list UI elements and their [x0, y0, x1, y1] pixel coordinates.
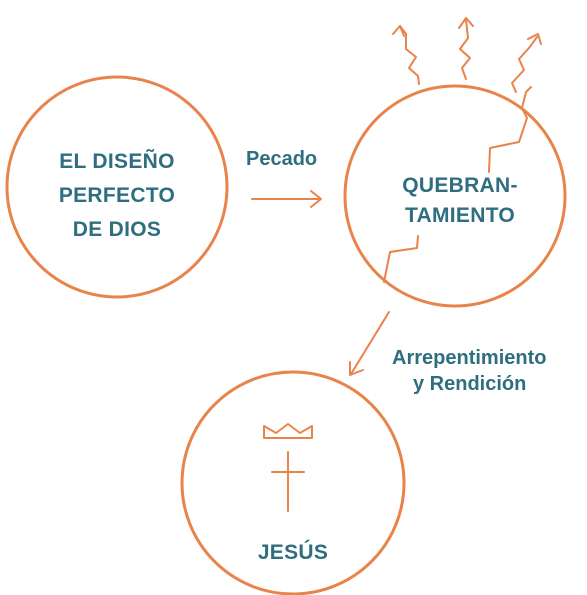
rising-arrows	[392, 17, 542, 93]
sin-arrow-head	[310, 190, 322, 208]
repentance-label-line2: y Rendición	[413, 373, 526, 395]
repentance-label-line1: Arrepentimiento	[392, 347, 546, 369]
repentance-arrow-line	[350, 311, 390, 375]
repentance-arrow-head	[349, 361, 364, 376]
jesus-circle	[180, 370, 406, 595]
perfect-design-label-line3: DE DIOS	[73, 218, 161, 241]
edge-sin: Pecado	[246, 148, 322, 208]
node-brokenness: QUEBRAN- TAMIENTO	[343, 84, 567, 308]
zigzag-arrow-left	[392, 25, 420, 85]
cross-icon	[271, 451, 305, 512]
node-jesus: JESÚS	[180, 370, 406, 595]
perfect-design-circle	[5, 75, 229, 299]
brokenness-circle	[343, 84, 567, 308]
perfect-design-label-line1: EL DISEÑO	[59, 150, 175, 173]
brokenness-label-line1: QUEBRAN-	[402, 174, 518, 197]
edge-repentance: Arrepentimiento y Rendición	[349, 311, 546, 395]
jesus-label: JESÚS	[258, 540, 328, 564]
zigzag-arrow-middle	[458, 17, 474, 80]
zigzag-arrow-right	[511, 33, 542, 93]
perfect-design-label-line2: PERFECTO	[59, 184, 175, 207]
node-perfect-design: EL DISEÑO PERFECTO DE DIOS	[5, 75, 229, 299]
brokenness-label-line2: TAMIENTO	[405, 204, 515, 227]
crown-icon	[263, 423, 313, 439]
crack-lower	[383, 235, 419, 283]
sin-label: Pecado	[246, 148, 317, 170]
crack-upper	[488, 86, 532, 173]
